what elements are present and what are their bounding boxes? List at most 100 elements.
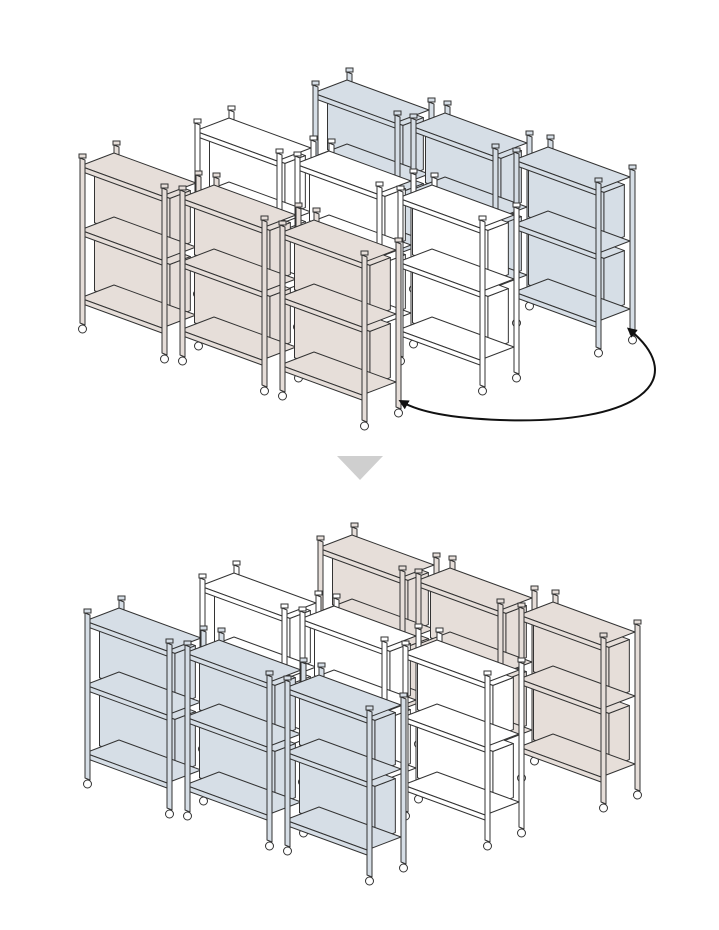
caster-wheel [483, 841, 492, 851]
caster-wheel [628, 335, 637, 345]
post-cap [398, 565, 407, 571]
front-right-post [261, 219, 268, 388]
post-cap [217, 627, 226, 633]
post-cap [517, 602, 526, 608]
post-cap [414, 568, 423, 574]
front-left-post [179, 189, 186, 358]
before-panel [78, 67, 656, 431]
post-cap [491, 143, 500, 149]
post-cap [275, 148, 284, 154]
post-cap [212, 172, 221, 178]
post-cap [345, 67, 354, 73]
front-right-post [161, 187, 168, 356]
front-left-post [184, 644, 191, 813]
post-cap [517, 657, 526, 663]
post-cap [198, 573, 207, 579]
post-cap [430, 172, 439, 178]
post-cap [546, 134, 555, 140]
post-cap [160, 183, 169, 189]
post-cap [265, 670, 274, 676]
post-cap [232, 560, 241, 566]
post-cap [432, 552, 441, 558]
back-right-post [634, 623, 641, 792]
caster-wheel [517, 828, 526, 838]
post-cap [309, 135, 318, 141]
post-cap [399, 692, 408, 698]
caster-wheel [83, 779, 92, 789]
caster-wheel [165, 809, 174, 819]
post-cap [409, 168, 418, 174]
caster-wheel [360, 421, 369, 431]
caster-wheel [399, 863, 408, 873]
post-cap [394, 237, 403, 243]
post-cap [283, 675, 292, 681]
post-cap [194, 170, 203, 176]
post-cap [375, 181, 384, 187]
post-cap [332, 593, 341, 599]
post-cap [280, 603, 289, 609]
shelf-unit-beige [517, 589, 642, 813]
post-cap [260, 215, 269, 221]
caster-wheel [78, 324, 87, 334]
post-cap [316, 535, 325, 541]
post-cap [183, 640, 192, 646]
front-right-post [266, 674, 273, 843]
post-cap [448, 555, 457, 561]
post-cap [393, 110, 402, 116]
post-cap [409, 113, 418, 119]
caster-wheel [633, 790, 642, 800]
front-right-post [166, 642, 173, 811]
post-cap [78, 153, 87, 159]
front-left-post [284, 679, 291, 848]
post-cap [199, 625, 208, 631]
caster-wheel [365, 876, 374, 886]
caster-wheel [260, 386, 269, 396]
front-right-post [600, 636, 607, 805]
shelf-unit-blue [283, 662, 408, 886]
shelf-unit-white [401, 627, 526, 851]
caster-wheel [283, 846, 292, 856]
front-left-post [279, 224, 286, 393]
front-left-post [79, 157, 86, 326]
post-cap [299, 657, 308, 663]
caster-wheel [394, 408, 403, 418]
post-cap [83, 608, 92, 614]
post-cap [483, 670, 492, 676]
post-cap [293, 151, 302, 157]
post-cap [327, 138, 336, 144]
front-right-post [484, 674, 491, 843]
post-cap [512, 147, 521, 153]
post-cap [628, 164, 637, 170]
post-cap [112, 140, 121, 146]
front-left-post [84, 612, 91, 781]
caster-wheel [178, 356, 187, 366]
post-cap [427, 97, 436, 103]
after-panel [83, 522, 642, 886]
swap-arrow [398, 327, 656, 422]
post-cap [350, 522, 359, 528]
caster-wheel [265, 841, 274, 851]
back-right-post [395, 241, 402, 410]
post-cap [396, 185, 405, 191]
shelf-unit-blue [512, 134, 637, 358]
front-right-post [366, 709, 373, 878]
back-right-post [513, 206, 520, 375]
post-cap [294, 202, 303, 208]
caster-wheel [478, 386, 487, 396]
front-right-post [361, 254, 368, 423]
post-cap [530, 585, 539, 591]
post-cap [599, 632, 608, 638]
post-cap [551, 589, 560, 595]
caster-wheel [160, 354, 169, 364]
post-cap [365, 705, 374, 711]
post-cap [360, 250, 369, 256]
post-cap [298, 606, 307, 612]
back-right-post [629, 168, 636, 337]
caster-wheel [512, 373, 521, 383]
post-cap [478, 215, 487, 221]
down-arrow-triangle [337, 456, 383, 480]
caster-wheel [278, 391, 287, 401]
post-cap [178, 185, 187, 191]
post-cap [525, 130, 534, 136]
